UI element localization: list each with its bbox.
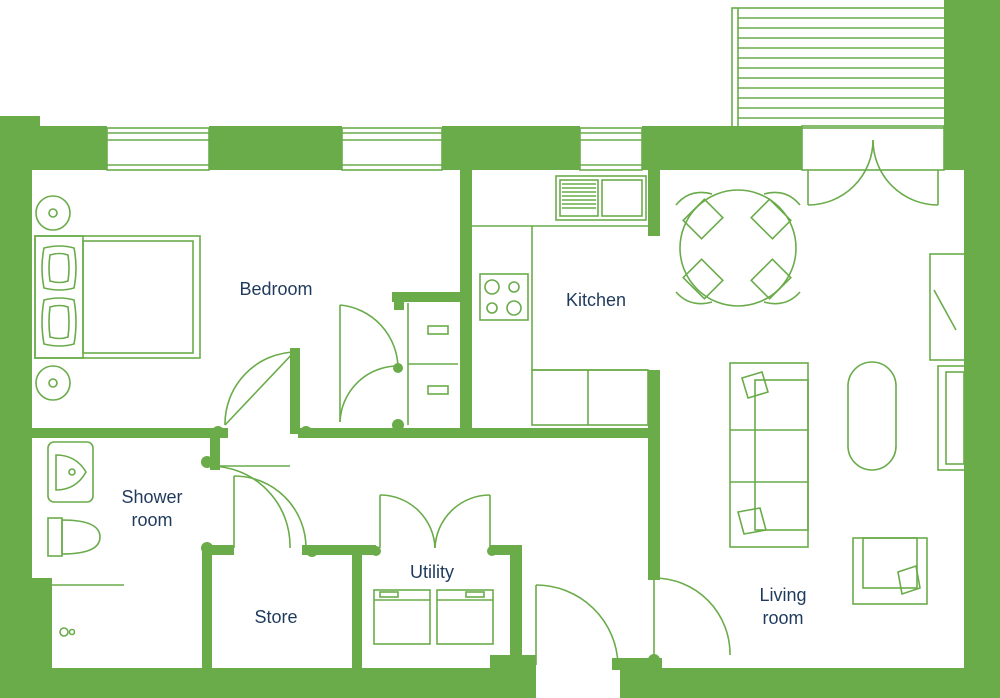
store-door: [233, 475, 307, 549]
balcony-french-doors: [801, 125, 945, 206]
label-shower-room-line2: room: [131, 510, 172, 530]
tv-unit: [937, 365, 969, 471]
label-bedroom: Bedroom: [239, 279, 312, 299]
label-store: Store: [254, 607, 297, 627]
balcony-decking: [731, 7, 965, 129]
toilet: [47, 517, 101, 557]
washing-machine: [373, 589, 431, 645]
kitchen-sink: [555, 175, 647, 221]
bed: [34, 235, 201, 359]
coffee-table: [847, 361, 897, 471]
hob: [479, 273, 529, 321]
shower-tray: [48, 584, 124, 637]
label-living-room-line1: Living: [759, 585, 806, 605]
kitchen-window: [579, 127, 643, 171]
sofa: [729, 362, 809, 548]
shower-room-door: [209, 465, 291, 549]
bedroom-window-right: [341, 127, 443, 171]
label-shower-room-line1: Shower: [121, 487, 182, 507]
wardrobe: [339, 303, 458, 425]
bedroom-door: [224, 349, 297, 426]
front-door: [535, 584, 619, 666]
washbasin: [47, 441, 94, 503]
wall-ends: [201, 363, 660, 670]
label-living-room-line2: room: [762, 608, 803, 628]
utility-doors: [379, 494, 491, 549]
label-kitchen: Kitchen: [566, 290, 626, 310]
sideboard: [929, 253, 969, 361]
kitchen-counter: [470, 225, 649, 426]
bedside-lamp-bottom: [35, 365, 71, 401]
label-utility: Utility: [410, 562, 454, 582]
bedside-lamp-top: [35, 195, 71, 231]
bedroom-window-left: [106, 127, 210, 171]
dining-table: [675, 189, 801, 307]
living-room-door: [653, 575, 731, 660]
tumble-dryer: [436, 589, 494, 645]
armchair: [852, 537, 928, 605]
